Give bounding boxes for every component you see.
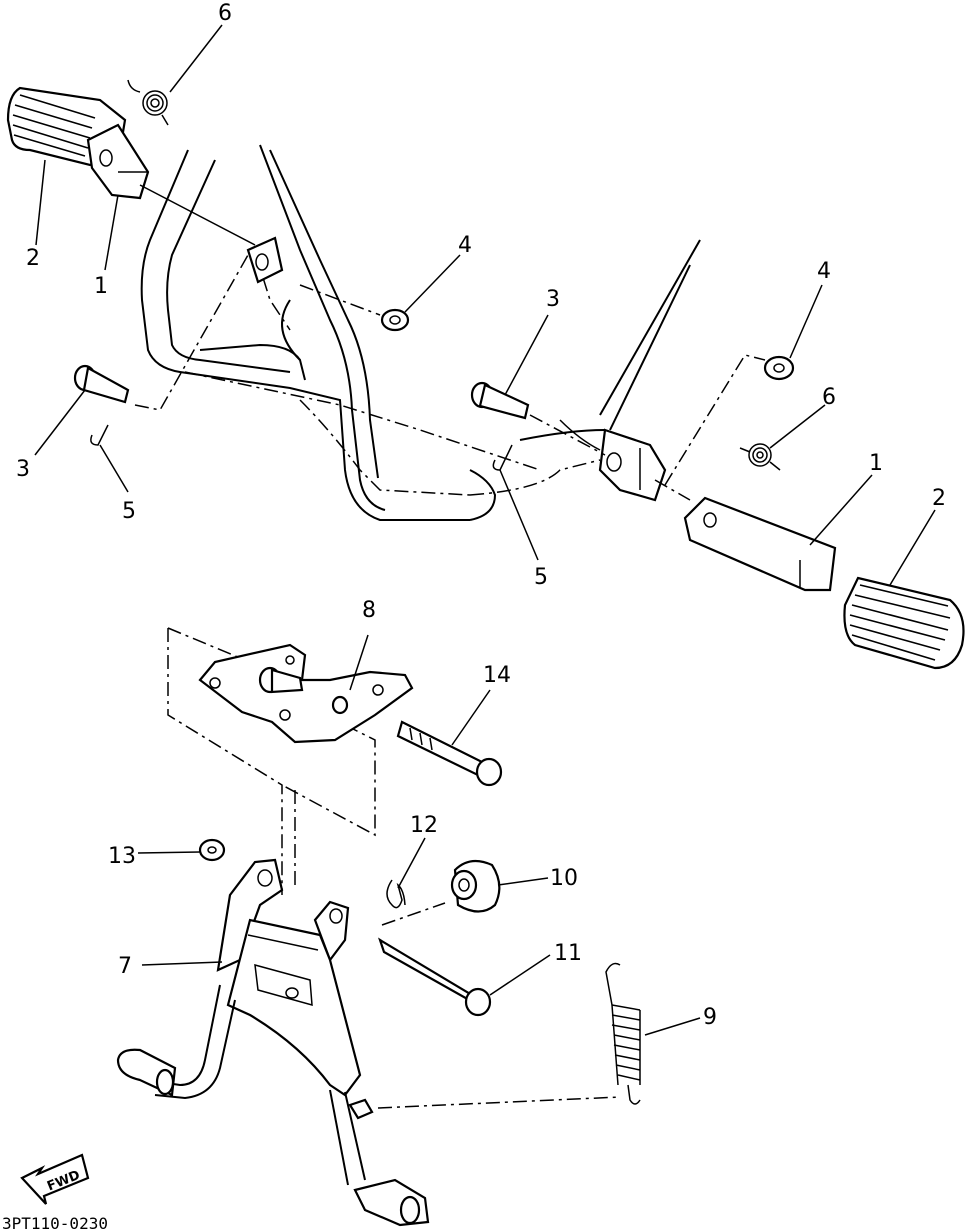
- callout-2-left: 2: [26, 246, 40, 271]
- callout-5-right: 5: [534, 565, 548, 590]
- figure-code: 3PT110-0230: [2, 1214, 108, 1232]
- callout-10: 10: [550, 866, 578, 891]
- left-pin: [73, 364, 130, 404]
- right-footrest-rubber: [843, 576, 965, 670]
- stand-clip: [386, 879, 406, 909]
- callout-12: 12: [410, 813, 438, 838]
- right-cotter-pin: [492, 444, 513, 471]
- callout-11: 11: [554, 941, 582, 966]
- stand-shaft: [378, 937, 492, 1017]
- callout-5-left: 5: [122, 499, 136, 524]
- callout-1-right: 1: [869, 451, 883, 476]
- callout-1-left: 1: [94, 274, 108, 299]
- callout-6-right: 6: [822, 385, 836, 410]
- stand-stopper: [450, 859, 501, 913]
- left-washer: [380, 308, 410, 332]
- main-stand: [116, 858, 430, 1227]
- right-washer: [763, 355, 795, 381]
- callout-6-left: 6: [218, 1, 232, 26]
- callout-9: 9: [703, 1005, 717, 1030]
- stand-bracket: [198, 643, 414, 744]
- right-spring: [739, 443, 781, 471]
- frame-tubes: [140, 144, 701, 521]
- left-frame-bracket: [246, 236, 284, 284]
- callout-7: 7: [118, 954, 132, 979]
- callout-8: 8: [362, 598, 376, 623]
- callout-3-right: 3: [546, 287, 560, 312]
- callout-4-right: 4: [817, 259, 831, 284]
- callout-2-right: 2: [932, 486, 946, 511]
- callout-4-left: 4: [458, 233, 472, 258]
- left-cotter-pin: [90, 424, 109, 446]
- callout-3-left: 3: [16, 457, 30, 482]
- left-spring: [127, 79, 169, 126]
- callout-14: 14: [483, 663, 511, 688]
- stand-bolt: [396, 720, 503, 787]
- stand-return-spring: [605, 962, 641, 1105]
- right-frame-bracket: [598, 428, 667, 502]
- forward-arrow-icon: FWD: [20, 1153, 90, 1205]
- callout-13: 13: [108, 844, 136, 869]
- stand-washer: [198, 838, 226, 862]
- right-footrest-bracket: [683, 496, 837, 592]
- left-footrest-bracket: [86, 123, 150, 200]
- leader-lines: [34, 24, 936, 1036]
- right-pin: [470, 381, 530, 420]
